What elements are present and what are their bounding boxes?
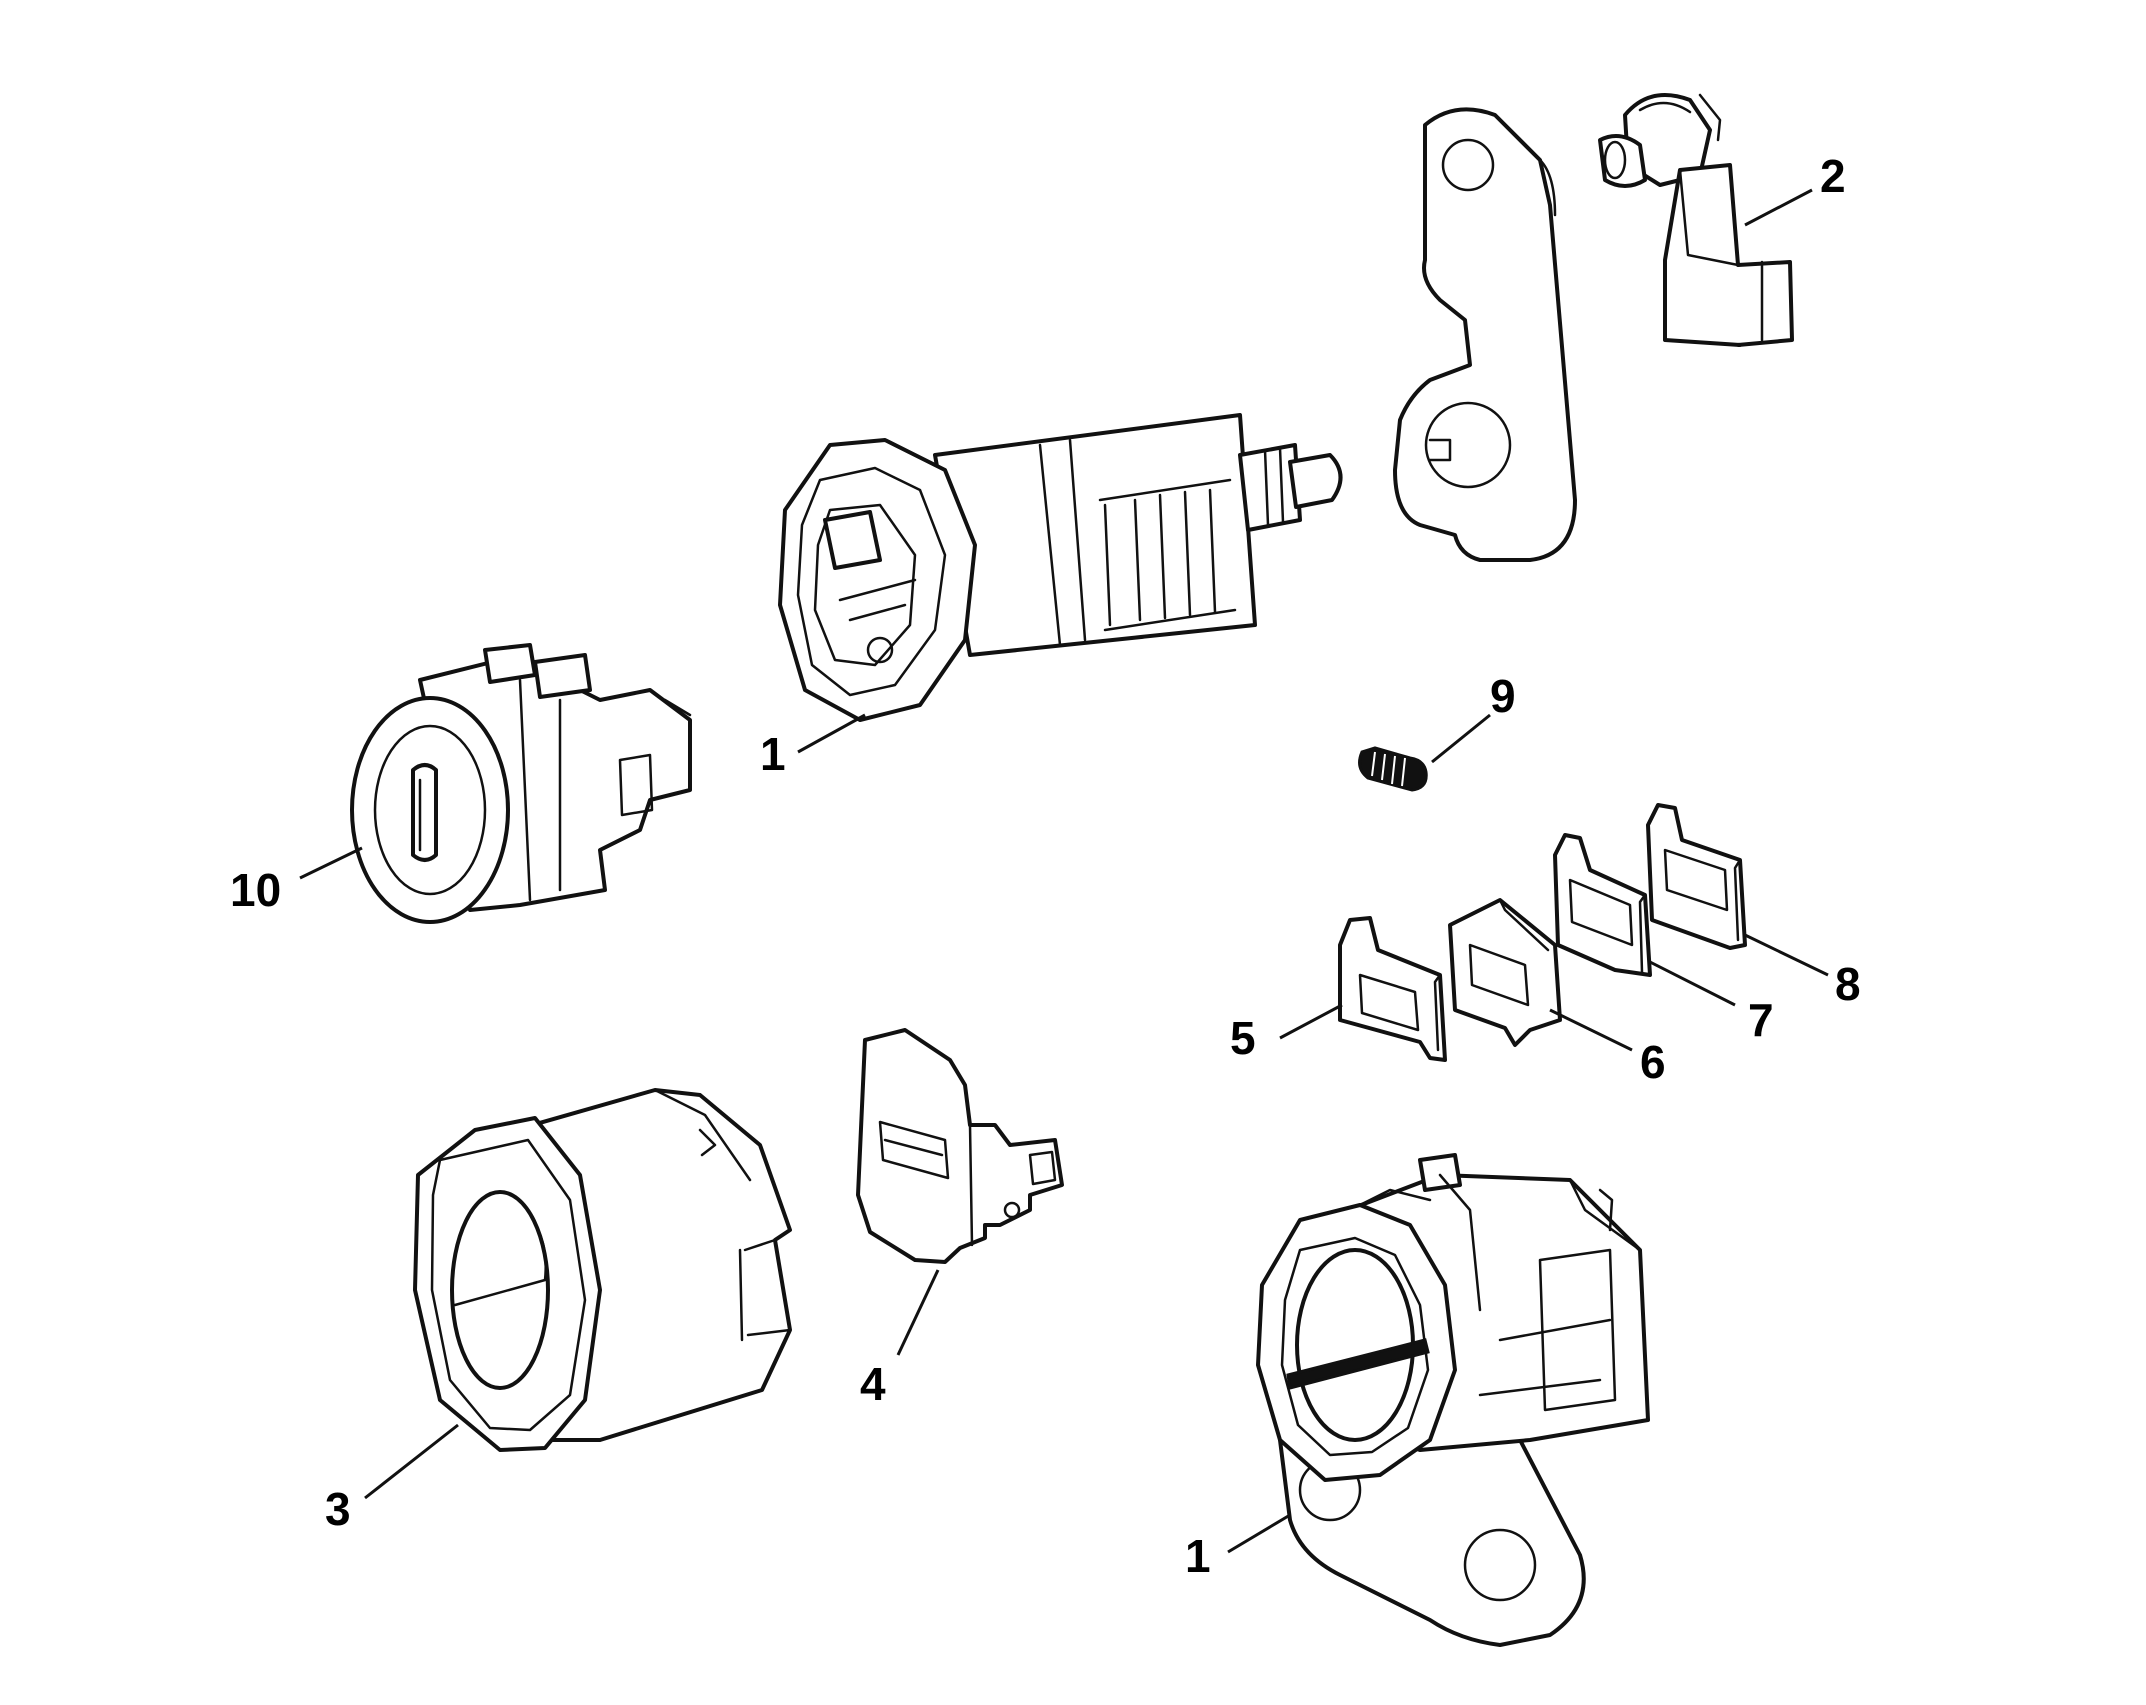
callout-4: 4	[860, 1269, 940, 1410]
callout-1-bottom: 1	[1185, 1513, 1291, 1582]
callout-7: 7	[1649, 960, 1774, 1046]
callout-6: 6	[1549, 1008, 1666, 1088]
callout-9: 9	[1431, 670, 1516, 764]
callout-1-top: 1	[760, 713, 866, 780]
part-10-key-cylinder	[350, 643, 692, 924]
part-6-wafer	[1448, 898, 1562, 1047]
part-4-shutter-plate	[856, 1028, 1064, 1264]
svg-text:4: 4	[860, 1358, 886, 1410]
svg-text:1: 1	[1185, 1530, 1211, 1582]
svg-text:3: 3	[325, 1483, 351, 1535]
svg-text:7: 7	[1748, 994, 1774, 1046]
svg-text:6: 6	[1640, 1036, 1666, 1088]
part-7-wafer	[1553, 833, 1652, 977]
svg-text:10: 10	[230, 864, 281, 916]
part-5-wafer	[1338, 916, 1447, 1062]
lever-plate	[1393, 107, 1577, 562]
callout-3: 3	[325, 1423, 459, 1535]
part-1-mounting-housing	[1256, 1153, 1650, 1647]
callout-2: 2	[1744, 150, 1846, 227]
part-9-spring	[1358, 746, 1428, 792]
part-3-sleeve	[413, 1088, 792, 1452]
callout-8: 8	[1744, 933, 1861, 1010]
svg-text:9: 9	[1490, 670, 1516, 722]
svg-text:1: 1	[760, 728, 786, 780]
part-8-wafer	[1646, 803, 1747, 950]
part-2-cam-actuator	[1598, 93, 1794, 347]
callout-10: 10	[230, 846, 363, 916]
svg-text:8: 8	[1835, 958, 1861, 1010]
svg-text:5: 5	[1230, 1012, 1256, 1064]
part-1-lock-housing	[778, 413, 1343, 722]
callout-5: 5	[1230, 1003, 1343, 1064]
svg-text:2: 2	[1820, 150, 1846, 202]
